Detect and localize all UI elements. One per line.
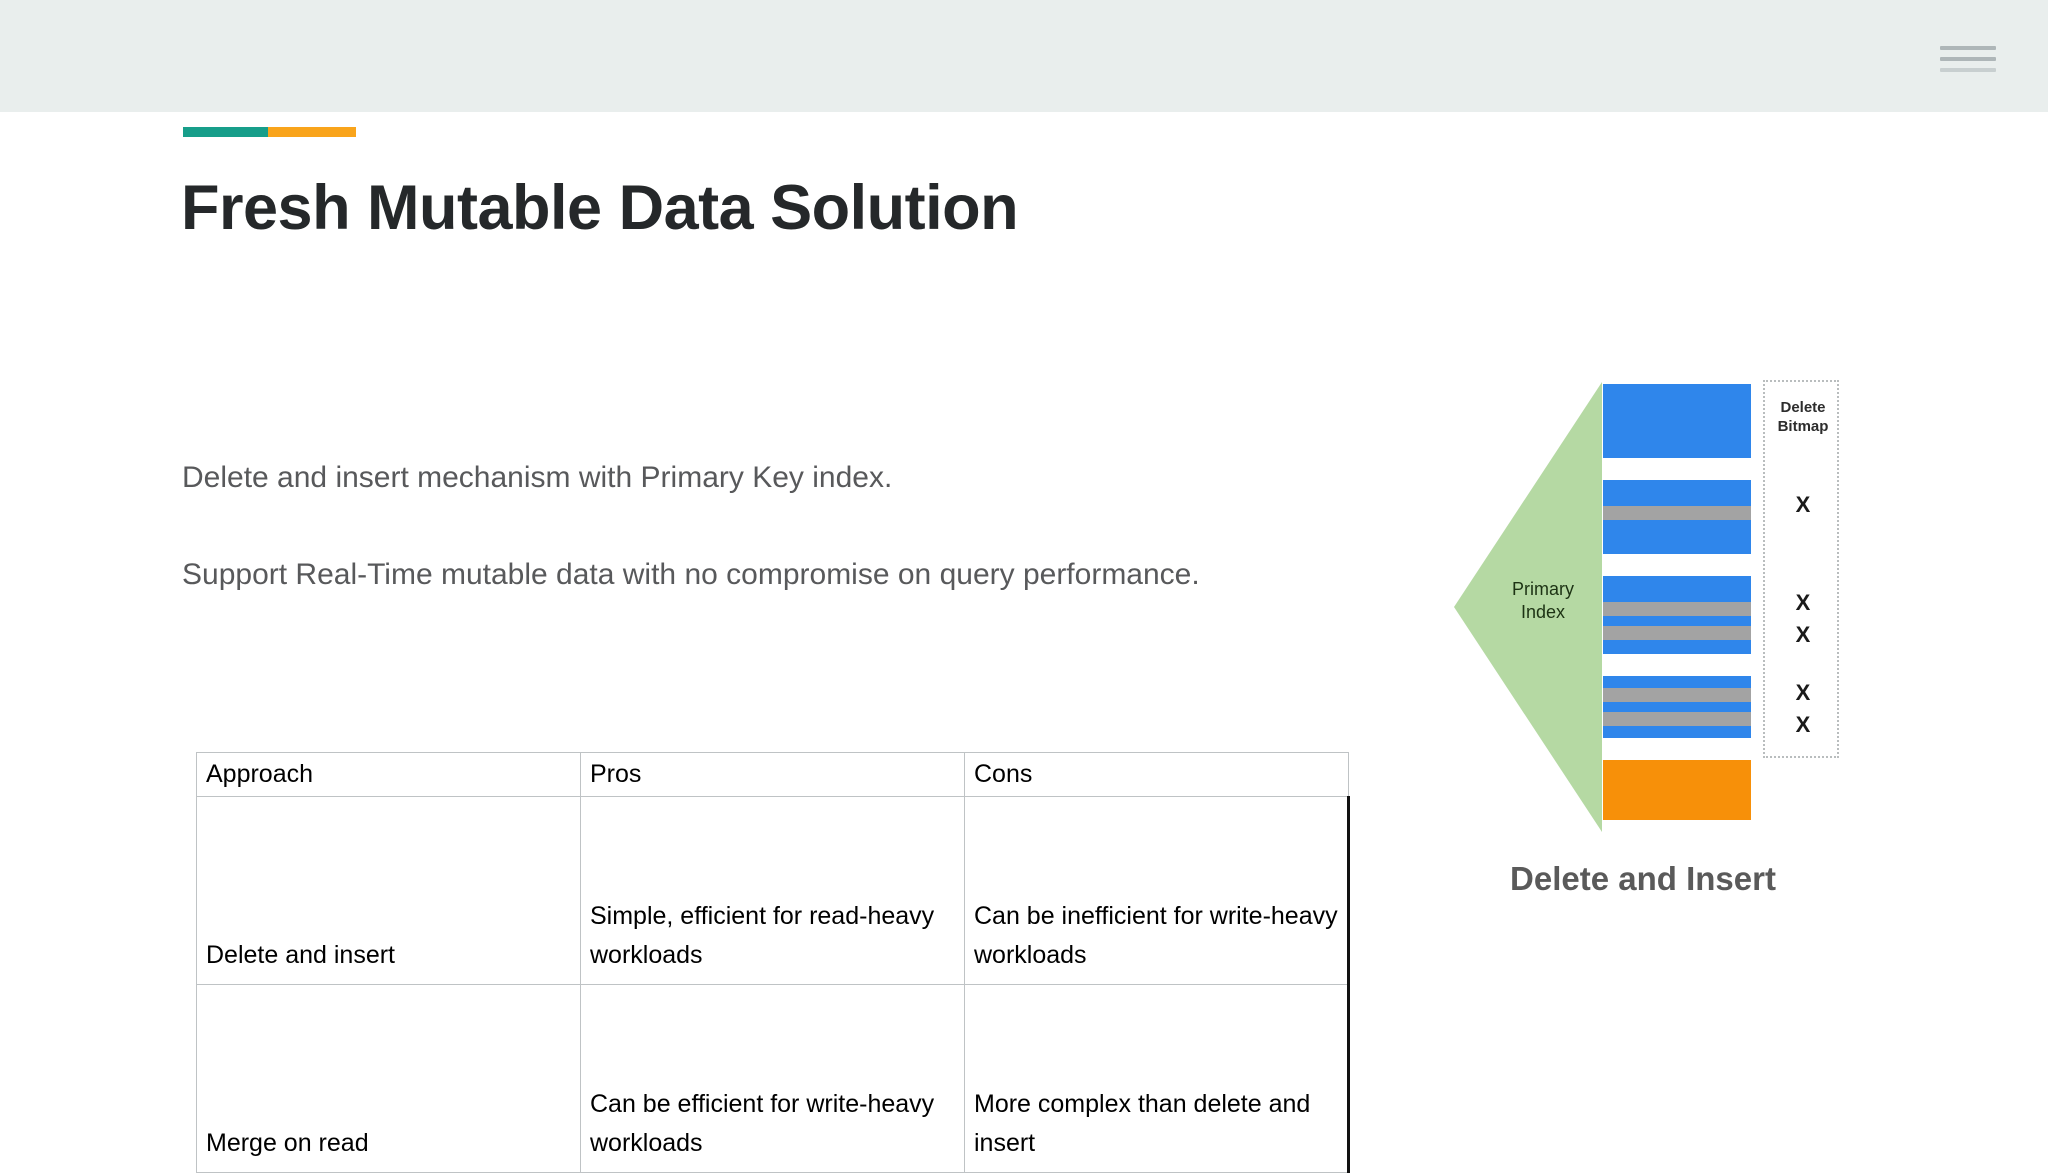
cell-pros: Can be efficient for write-heavy workloa… bbox=[580, 984, 965, 1173]
table-header-cons: Cons bbox=[964, 752, 1349, 797]
primary-index-label-line-1: Primary bbox=[1512, 579, 1574, 599]
table-header-row: Approach Pros Cons bbox=[196, 752, 1349, 797]
block-4-two-del-stripe-5-blue bbox=[1603, 726, 1751, 738]
block-2-one-del bbox=[1603, 480, 1751, 554]
block-5-inserted bbox=[1603, 760, 1751, 820]
block-4-two-del bbox=[1603, 676, 1751, 738]
table-row: Merge on read Can be efficient for write… bbox=[196, 984, 1350, 1173]
body-paragraph-2: Support Real-Time mutable data with no c… bbox=[182, 558, 1200, 591]
x-mark-block-4-row-2: X bbox=[1795, 712, 1811, 737]
cell-approach: Merge on read bbox=[196, 984, 581, 1173]
block-4-two-del-stripe-1-blue bbox=[1603, 676, 1751, 688]
table-row: Delete and insert Simple, efficient for … bbox=[196, 796, 1350, 985]
comparison-table: Approach Pros Cons Delete and insert Sim… bbox=[196, 752, 1350, 1173]
slide-content: Fresh Mutable Data Solution Delete and i… bbox=[0, 112, 2048, 1173]
x-mark-block-3-row-2: X bbox=[1795, 622, 1811, 647]
delete-bitmap-label-line-1: Delete bbox=[1780, 399, 1826, 416]
block-1-clean bbox=[1603, 384, 1751, 458]
hamburger-line-2 bbox=[1940, 57, 1996, 61]
primary-index-label-line-2: Index bbox=[1520, 602, 1566, 622]
hamburger-line-3 bbox=[1940, 68, 1996, 72]
block-2-one-del-stripe-2-gray bbox=[1603, 506, 1751, 520]
hamburger-menu-icon[interactable] bbox=[1940, 42, 1996, 72]
block-3-two-del bbox=[1603, 576, 1751, 654]
block-3-two-del-stripe-4-gray bbox=[1603, 626, 1751, 640]
block-4-two-del-stripe-3-blue bbox=[1603, 702, 1751, 712]
block-3-two-del-stripe-5-blue bbox=[1603, 640, 1751, 654]
delete-bitmap-label: Delete Bitmap bbox=[1765, 398, 1841, 436]
primary-index-label: Primary Index bbox=[1484, 578, 1602, 624]
table-header-pros: Pros bbox=[580, 752, 965, 797]
block-4-two-del-stripe-2-gray bbox=[1603, 688, 1751, 702]
cell-cons: Can be inefficient for write-heavy workl… bbox=[964, 796, 1350, 985]
x-mark-block-4-row-1: X bbox=[1795, 680, 1811, 705]
page-title: Fresh Mutable Data Solution bbox=[181, 173, 1019, 243]
body-paragraph-1: Delete and insert mechanism with Primary… bbox=[182, 461, 893, 494]
accent-bar-teal-segment bbox=[183, 127, 268, 137]
x-mark-block-3-row-1: X bbox=[1795, 590, 1811, 615]
accent-bar bbox=[183, 127, 356, 137]
block-3-two-del-stripe-1-blue bbox=[1603, 576, 1751, 602]
cell-approach: Delete and insert bbox=[196, 796, 581, 985]
x-mark-block-2-row-1: X bbox=[1795, 492, 1811, 517]
block-2-one-del-stripe-1-blue bbox=[1603, 480, 1751, 506]
block-2-one-del-stripe-3-blue bbox=[1603, 520, 1751, 554]
cell-pros: Simple, efficient for read-heavy workloa… bbox=[580, 796, 965, 985]
slide-body-text: Delete and insert mechanism with Primary… bbox=[182, 450, 1312, 602]
block-1-clean-stripe-1-blue bbox=[1603, 384, 1751, 458]
block-5-inserted-stripe-1-orange bbox=[1603, 760, 1751, 820]
block-4-two-del-stripe-4-gray bbox=[1603, 712, 1751, 726]
top-header-bar bbox=[0, 0, 2048, 112]
accent-bar-orange-segment bbox=[268, 127, 356, 137]
block-3-two-del-stripe-2-gray bbox=[1603, 602, 1751, 616]
hamburger-line-1 bbox=[1940, 46, 1996, 50]
block-3-two-del-stripe-3-blue bbox=[1603, 616, 1751, 626]
diagram-caption: Delete and Insert bbox=[1510, 860, 1776, 897]
primary-index-triangle: Primary Index bbox=[1454, 382, 1602, 832]
table-header-approach: Approach bbox=[196, 752, 581, 797]
data-blocks-column bbox=[1603, 384, 1751, 842]
cell-cons: More complex than delete and insert bbox=[964, 984, 1350, 1173]
delete-bitmap-label-line-2: Bitmap bbox=[1777, 418, 1829, 435]
